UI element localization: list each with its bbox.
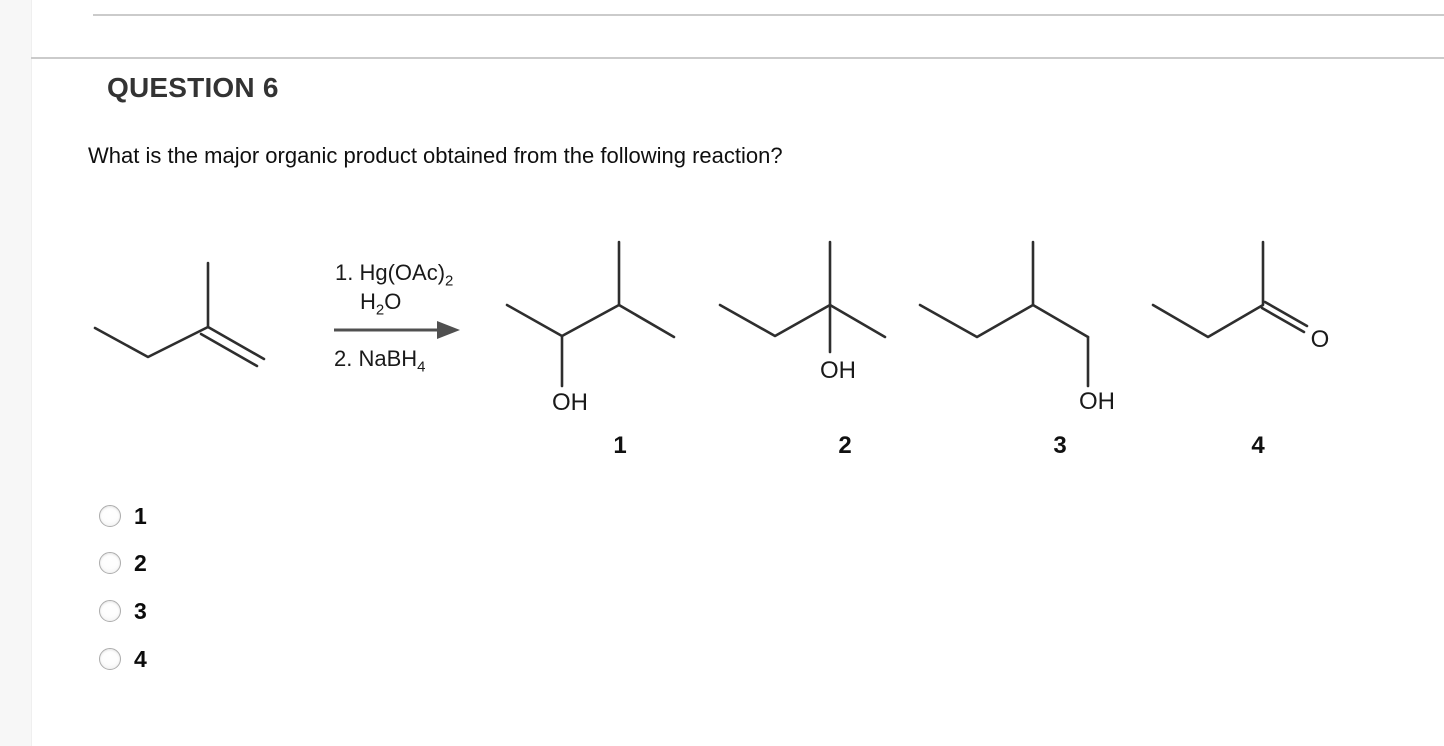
reagent-step-1-subscript: 2: [445, 272, 454, 290]
option-1-radio[interactable]: [99, 505, 121, 527]
substrate-structure: [93, 261, 266, 368]
product-2-number: 2: [838, 432, 852, 459]
reaction-arrow: [334, 321, 460, 339]
product-1-hydroxyl-label: OH: [550, 389, 590, 417]
reagent-step-1-text: 1. Hg(OAc): [335, 260, 446, 285]
product-1-structure: [505, 240, 676, 388]
product-3-structure: [918, 240, 1090, 388]
product-2-structure: [718, 240, 887, 354]
option-4-label: 4: [134, 645, 147, 672]
product-1-number: 1: [613, 432, 627, 459]
product-2-hydroxyl-label: OH: [818, 357, 858, 385]
reagent-step-2-text: 2. NaBH: [334, 346, 418, 371]
option-4-radio[interactable]: [99, 648, 121, 670]
option-2-radio[interactable]: [99, 552, 121, 574]
top-divider: [93, 14, 1444, 16]
answer-option-1[interactable]: 1: [99, 504, 147, 528]
product-4-structure: [1151, 240, 1309, 339]
reagent-solvent: H2O: [360, 289, 402, 319]
reagent-step-1: 1. Hg(OAc)2: [335, 260, 453, 289]
reagent-step-2: 2. NaBH4: [334, 346, 425, 375]
option-3-label: 3: [134, 597, 147, 624]
product-4-number: 4: [1251, 432, 1265, 459]
reagent-step-2-subscript: 4: [417, 358, 426, 376]
answer-option-3[interactable]: 3: [99, 599, 147, 623]
reagent-solvent-subscript: 2: [375, 301, 385, 319]
answer-option-4[interactable]: 4: [99, 647, 147, 671]
reagent-solvent-text: H: [360, 289, 376, 314]
question-heading: QUESTION 6: [107, 72, 279, 103]
product-3-hydroxyl-label: OH: [1077, 388, 1117, 416]
answer-option-2[interactable]: 2: [99, 551, 147, 575]
option-3-radio[interactable]: [99, 600, 121, 622]
question-divider: [31, 57, 1444, 59]
left-gutter: [0, 0, 32, 746]
product-4-oxygen-label: O: [1308, 326, 1332, 354]
option-2-label: 2: [134, 549, 147, 576]
question-prompt: What is the major organic product obtain…: [88, 143, 783, 168]
product-3-number: 3: [1053, 432, 1067, 459]
option-1-label: 1: [134, 502, 147, 529]
